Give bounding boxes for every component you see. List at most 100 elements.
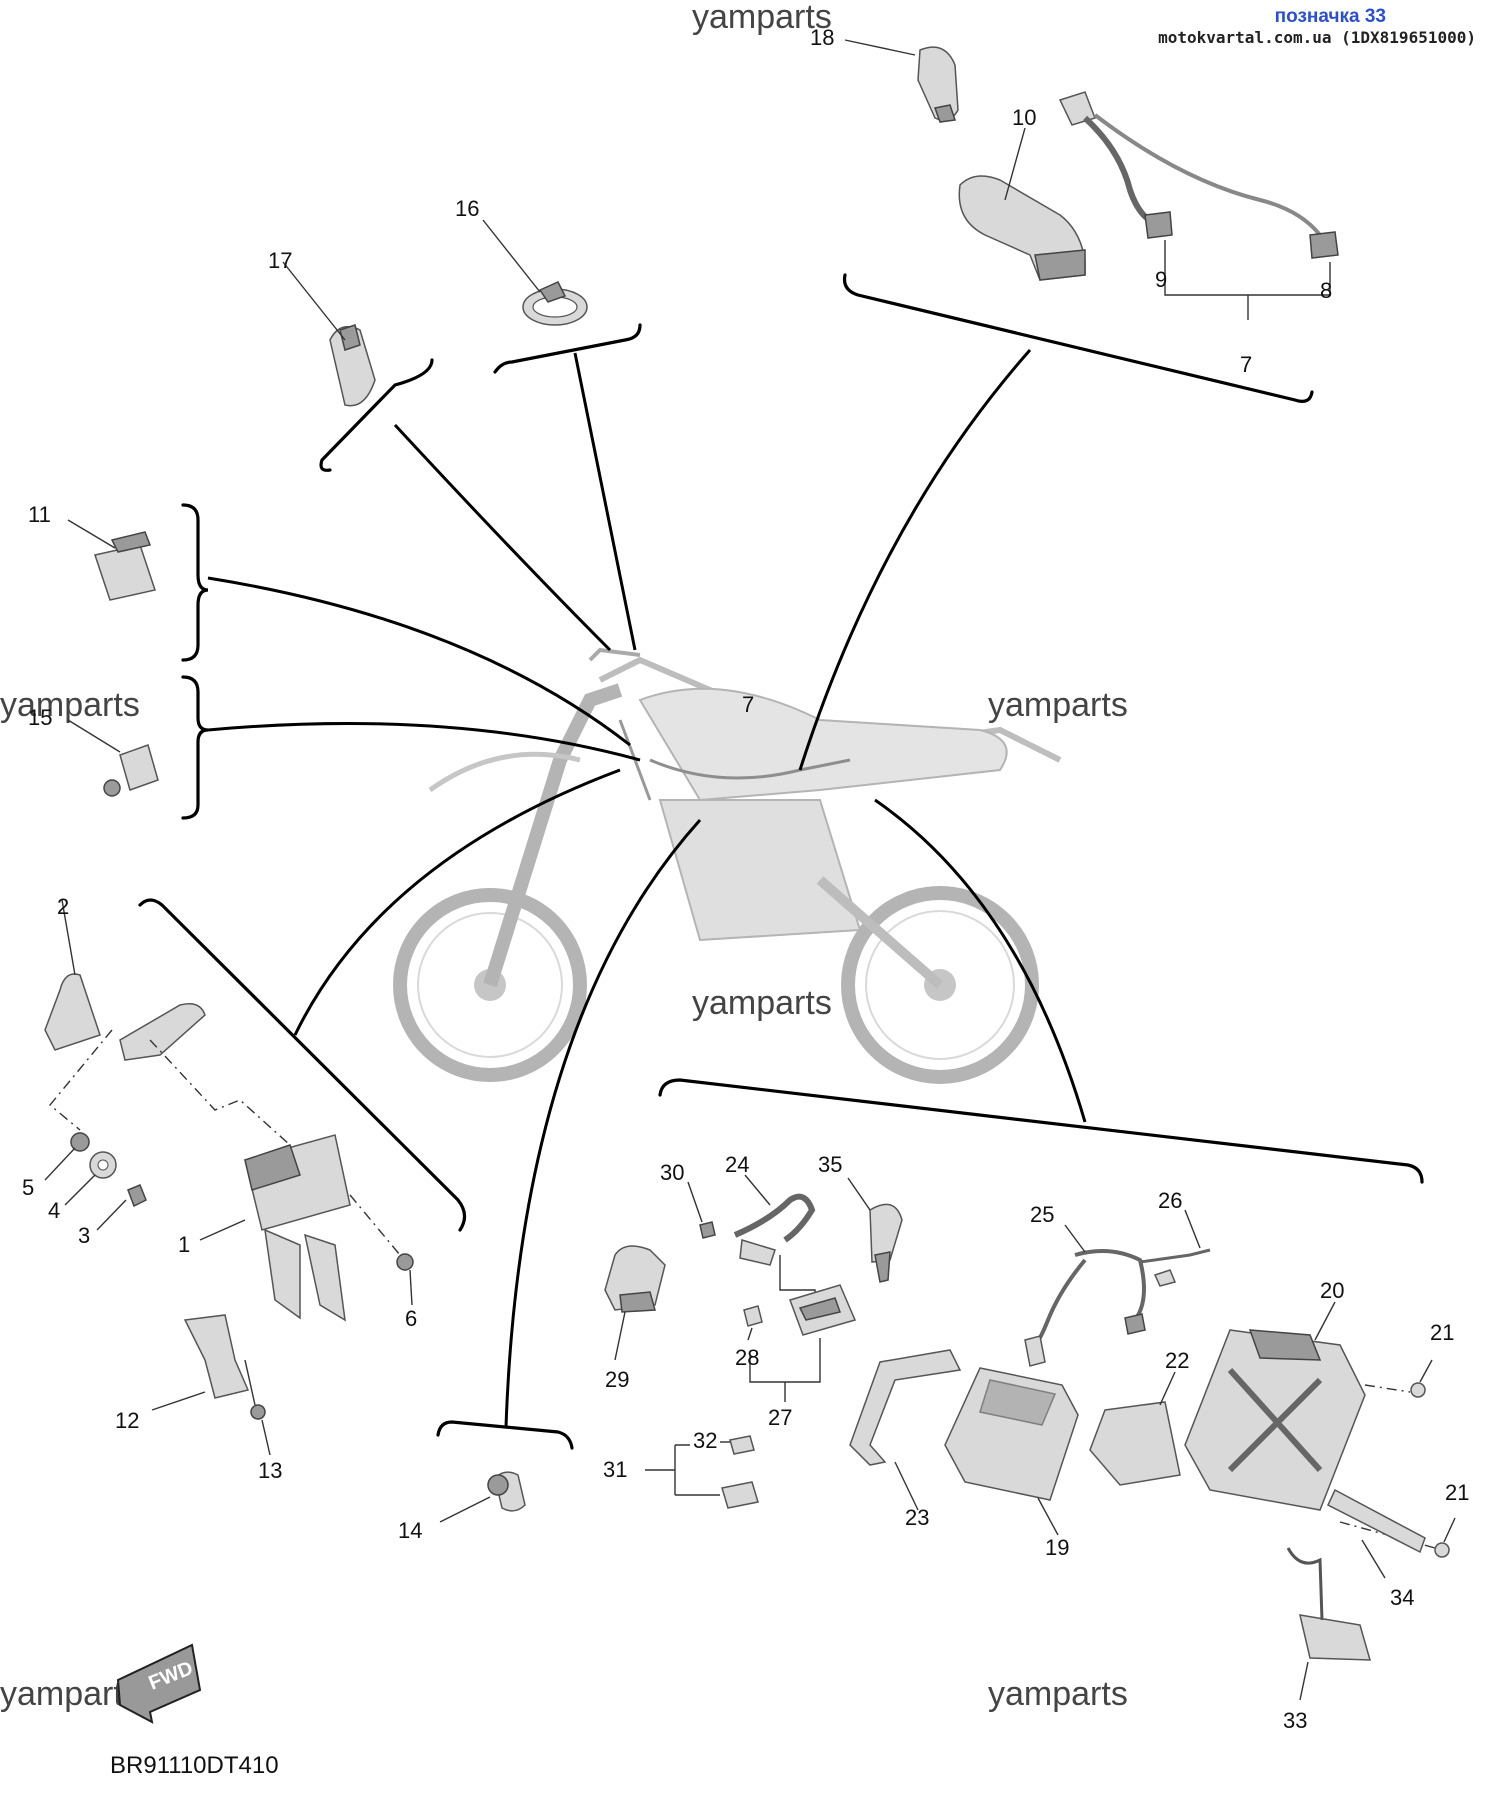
bracket-part-2 xyxy=(44,973,206,1061)
leader xyxy=(1443,1517,1456,1543)
callout-28: 28 xyxy=(735,1345,759,1370)
callout-1: 1 xyxy=(178,1232,190,1257)
watermark: yamparts xyxy=(692,984,832,1022)
leader xyxy=(439,1496,491,1523)
callout-17: 17 xyxy=(268,248,292,273)
callout-8: 8 xyxy=(1320,278,1332,303)
callout-32: 32 xyxy=(693,1428,717,1453)
leader xyxy=(844,39,916,56)
watermark: yamparts xyxy=(0,686,140,724)
leader xyxy=(1159,1371,1176,1406)
callout-5: 5 xyxy=(22,1175,34,1200)
diagram-code: BR91110DT410 xyxy=(110,1752,279,1779)
callout-11: 11 xyxy=(28,502,51,527)
callout-15: 15 xyxy=(28,705,52,730)
sensor-14 xyxy=(487,1471,526,1512)
leader xyxy=(67,719,121,753)
leader xyxy=(1299,1661,1309,1701)
leader xyxy=(349,1194,401,1256)
callout-2: 2 xyxy=(57,894,69,919)
bracket-14 xyxy=(436,1420,574,1450)
callout-34: 34 xyxy=(1390,1585,1414,1610)
clamp-18 xyxy=(917,46,959,123)
clamp-35 xyxy=(869,1203,903,1283)
bracket-17 xyxy=(319,358,434,472)
leader xyxy=(64,1174,96,1206)
leader xyxy=(1004,127,1026,201)
fwd-arrow-icon: FWD xyxy=(116,1643,202,1724)
grommet-21 xyxy=(1434,1542,1450,1558)
relay-27 xyxy=(789,1284,857,1336)
fuse-31 xyxy=(721,1481,759,1509)
watermark: yamparts xyxy=(0,1675,140,1713)
arrow-17 xyxy=(393,423,612,652)
callout-6: 6 xyxy=(405,1306,417,1331)
leader xyxy=(49,1029,113,1131)
callout-27: 27 xyxy=(768,1405,792,1430)
leader xyxy=(749,1338,821,1383)
watermark: yamparts xyxy=(988,686,1128,724)
connector-11 xyxy=(94,531,156,601)
leader xyxy=(261,1419,271,1456)
page-tag: позначка 33 xyxy=(1274,6,1386,27)
watermark: yamparts xyxy=(692,0,832,36)
callout-30: 30 xyxy=(660,1160,684,1185)
fuse-28 xyxy=(743,1305,763,1327)
rectifier-regulator-1 xyxy=(244,1134,351,1322)
header-label: позначка 33 motokvartal.com.ua (1DX81965… xyxy=(1158,6,1476,47)
plate-23 xyxy=(849,1349,962,1466)
bracket-7 xyxy=(842,273,1314,403)
leader xyxy=(149,1039,291,1146)
callout-33: 33 xyxy=(1283,1708,1307,1733)
callout-25: 25 xyxy=(1030,1202,1054,1227)
pad-22 xyxy=(1089,1401,1181,1486)
callout-16: 16 xyxy=(455,196,479,221)
leader xyxy=(199,1219,246,1241)
fuse-32 xyxy=(729,1435,755,1455)
callout-7-top: 7 xyxy=(1240,352,1252,377)
stay-34 xyxy=(1327,1488,1426,1554)
leader xyxy=(687,1181,703,1223)
leader xyxy=(645,1444,720,1496)
wire-harness-sub-7 xyxy=(1058,91,1339,259)
bracket-11 xyxy=(181,503,209,662)
clamp-16 xyxy=(522,281,588,326)
leader xyxy=(282,261,346,341)
sensor-15 xyxy=(103,744,159,797)
arrow-11 xyxy=(207,576,631,747)
callout-31: 31 xyxy=(603,1457,627,1482)
callout-29: 29 xyxy=(605,1367,629,1392)
leader xyxy=(1314,1301,1336,1341)
bracket-15 xyxy=(181,675,209,820)
callout-24: 24 xyxy=(725,1152,749,1177)
bracket-12 xyxy=(183,1314,250,1399)
cover-29 xyxy=(604,1245,666,1313)
leader xyxy=(482,219,541,293)
motorcycle-illustration xyxy=(393,647,1062,1084)
nut-5 xyxy=(70,1132,90,1152)
leader xyxy=(67,519,116,549)
arrow-14 xyxy=(504,818,702,1428)
leader xyxy=(1064,1224,1086,1253)
bolt-6 xyxy=(396,1253,414,1271)
callout-23: 23 xyxy=(905,1505,929,1530)
callout-26: 26 xyxy=(1158,1188,1182,1213)
callout-35: 35 xyxy=(818,1152,842,1177)
callout-19: 19 xyxy=(1045,1535,1069,1560)
arrow-7 xyxy=(798,349,1032,771)
bolt-3 xyxy=(127,1184,147,1208)
bracket-16 xyxy=(493,323,642,374)
ecu-bracket-20 xyxy=(1184,1329,1366,1511)
leader xyxy=(1037,1497,1059,1536)
callout-10: 10 xyxy=(1012,105,1036,130)
bolt-13 xyxy=(250,1404,266,1420)
ecu-19 xyxy=(944,1367,1079,1501)
leader xyxy=(1184,1209,1201,1249)
leader xyxy=(614,1311,626,1361)
leader xyxy=(96,1199,127,1231)
arrow-1 xyxy=(293,768,621,1036)
callout-3: 3 xyxy=(78,1223,90,1248)
leader xyxy=(44,1147,76,1181)
clamp-17 xyxy=(329,324,376,407)
wire-lead-25 xyxy=(1024,1248,1211,1367)
